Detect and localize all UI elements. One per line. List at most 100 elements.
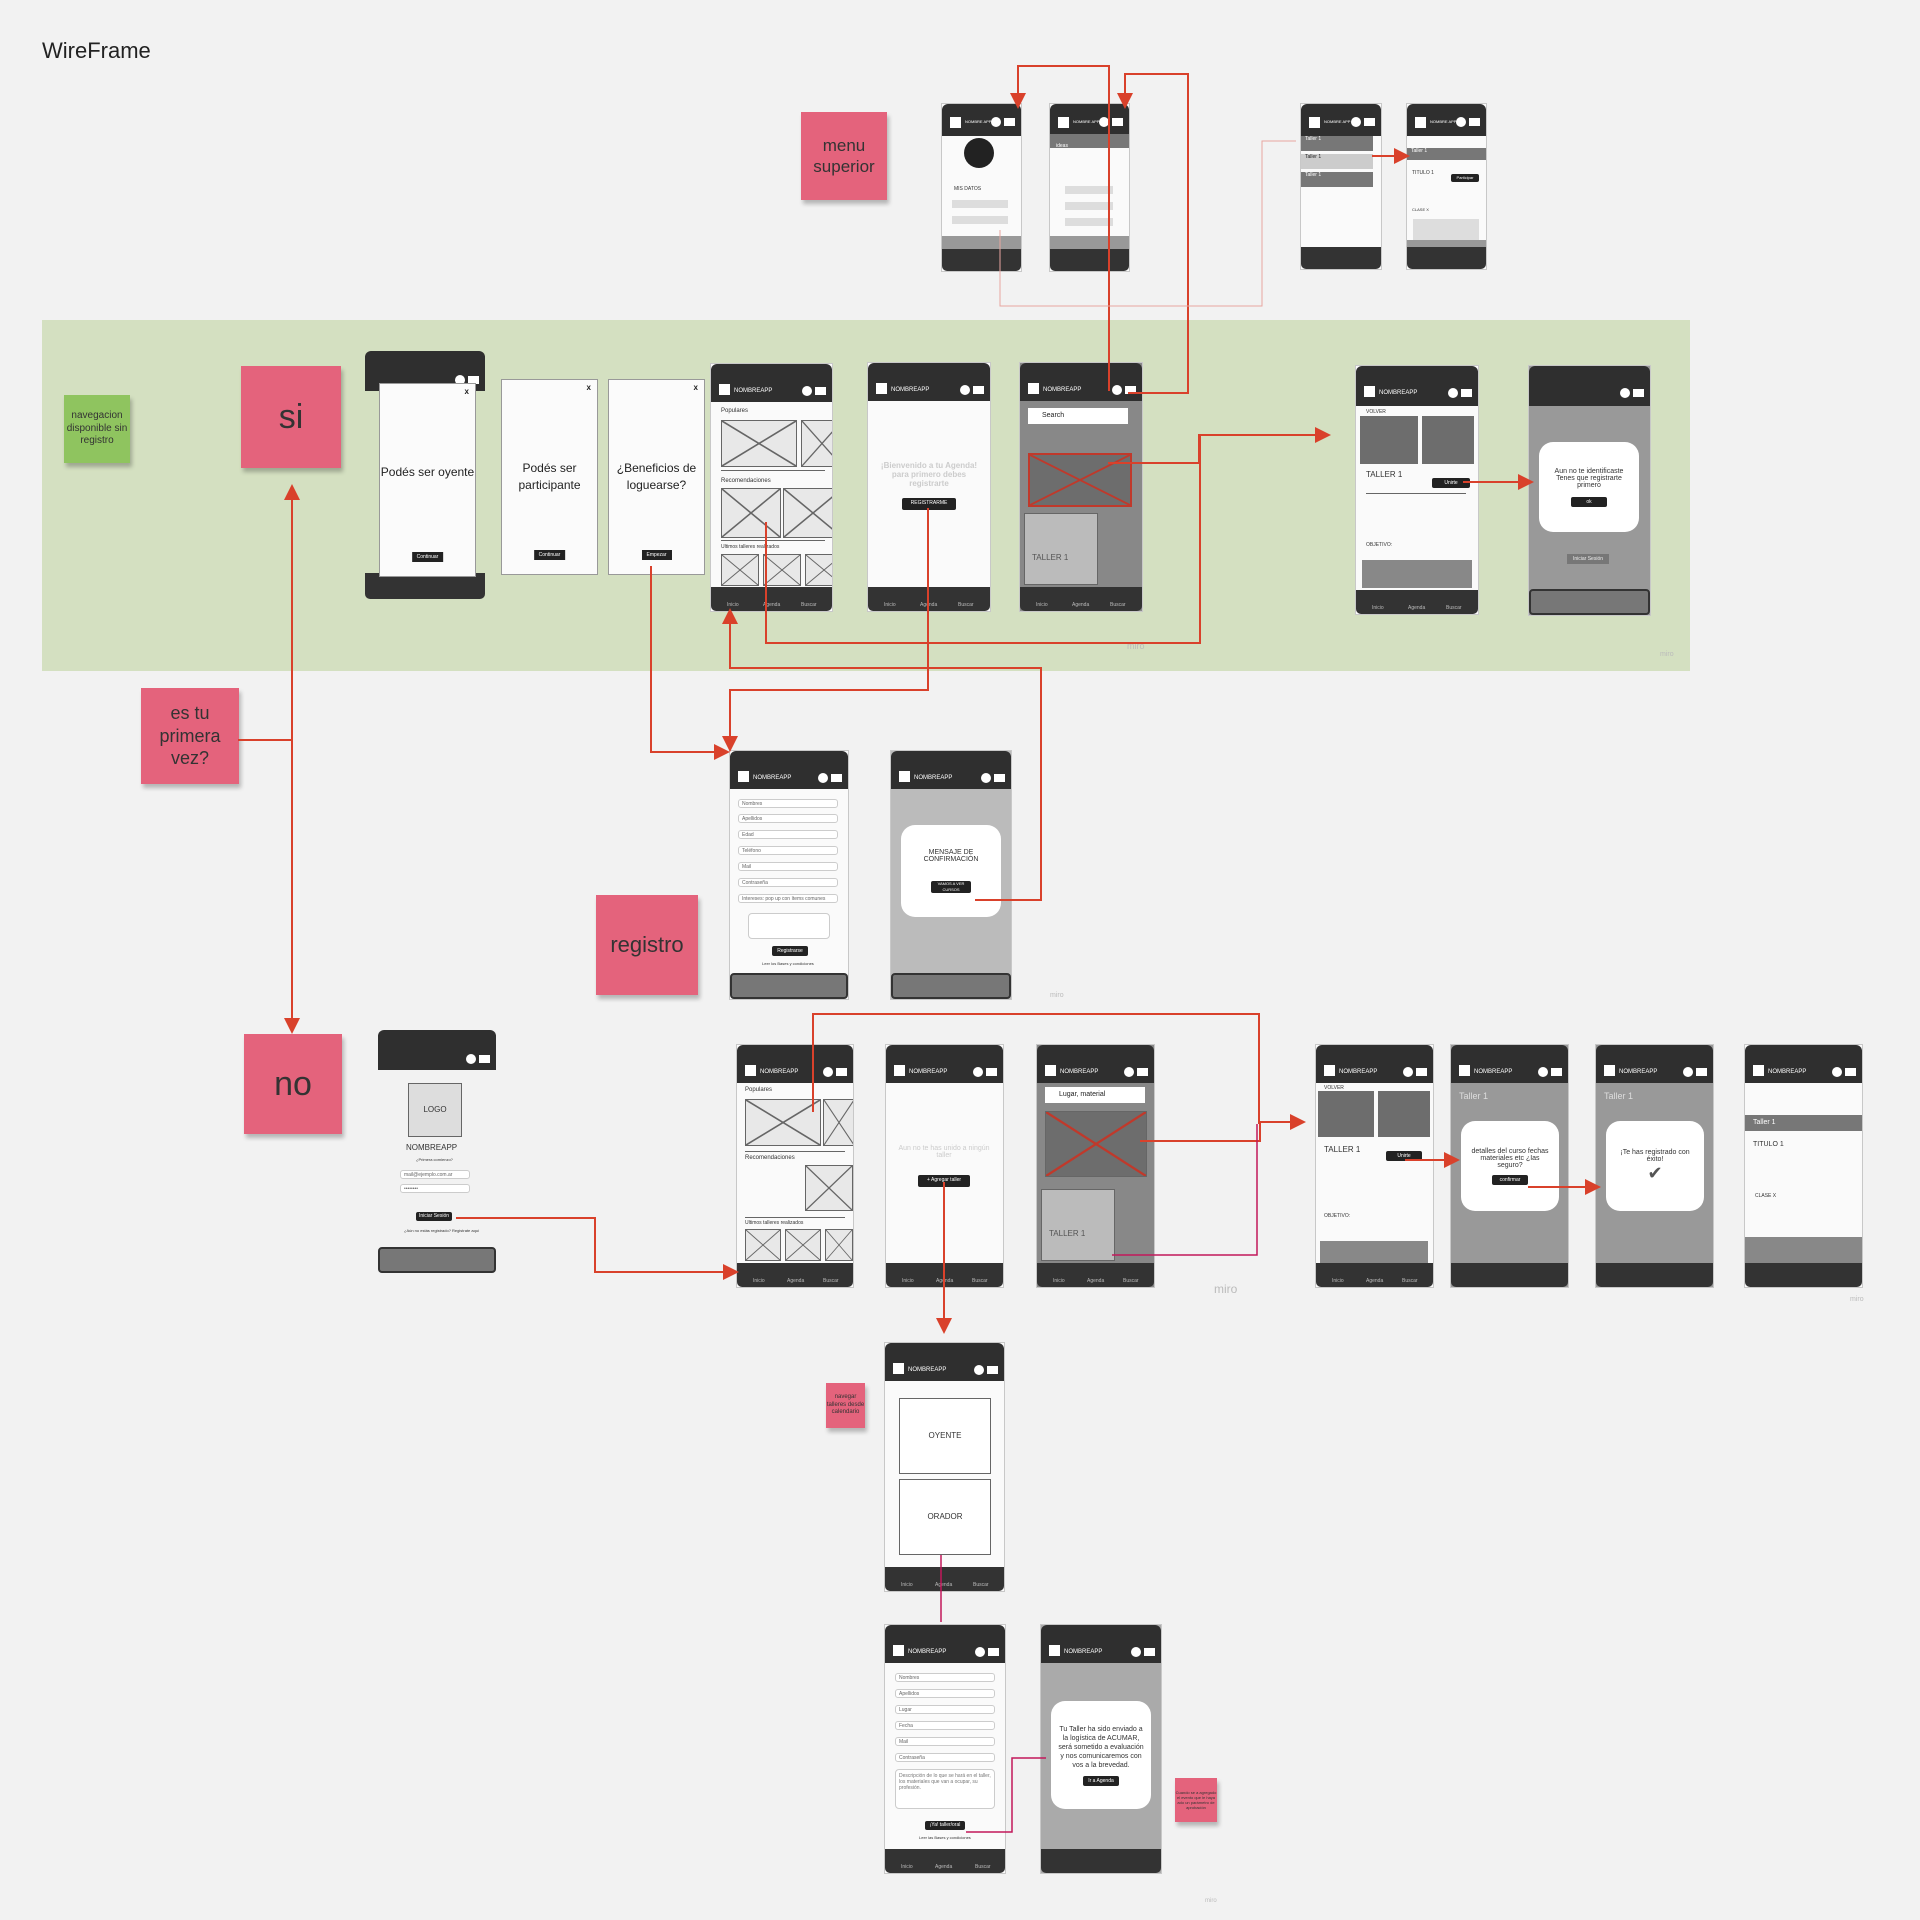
nav-buscar[interactable]: Buscar bbox=[1110, 602, 1126, 608]
screen-search-user[interactable]: NOMBREAPP Lugar, material TALLER 1 Inici… bbox=[1036, 1044, 1155, 1288]
nav-agenda[interactable]: Agenda bbox=[763, 602, 781, 608]
nav-inicio[interactable]: Inicio bbox=[901, 1582, 913, 1588]
field-lugar[interactable]: Lugar bbox=[895, 1705, 995, 1714]
back-link[interactable]: VOLVER bbox=[1324, 1085, 1344, 1091]
user-mail-icons[interactable] bbox=[975, 1647, 999, 1657]
image-placeholder[interactable] bbox=[801, 420, 832, 467]
idea-row[interactable] bbox=[1065, 218, 1113, 226]
screen-home-guest[interactable]: NOMBREAPP Populares Recomendaciones Ulti… bbox=[710, 363, 833, 612]
image-placeholder[interactable] bbox=[805, 554, 832, 586]
image-placeholder[interactable] bbox=[785, 1229, 821, 1261]
nav-agenda[interactable]: Agenda bbox=[935, 1864, 953, 1870]
taller-row[interactable]: Taller 1 bbox=[1301, 172, 1373, 187]
nav-inicio[interactable]: Inicio bbox=[901, 1864, 913, 1870]
nav-agenda[interactable]: Agenda bbox=[936, 1278, 954, 1284]
user-mail-icons[interactable] bbox=[1099, 117, 1123, 127]
participar-button[interactable]: Participar bbox=[1451, 174, 1479, 182]
user-mail-icons[interactable] bbox=[1538, 1067, 1562, 1077]
user-mail-icons[interactable] bbox=[823, 1067, 847, 1077]
orador-option[interactable]: ORADOR bbox=[899, 1479, 991, 1555]
search-input[interactable]: Search bbox=[1028, 408, 1128, 424]
close-icon[interactable]: x bbox=[586, 383, 591, 392]
nav-buscar[interactable]: Buscar bbox=[975, 1864, 991, 1870]
onboarding-card-oyente[interactable]: x Podés ser oyente Continuar bbox=[379, 383, 476, 577]
nav-agenda[interactable]: Agenda bbox=[787, 1278, 805, 1284]
register-submit-button[interactable]: Registrarse bbox=[772, 946, 808, 956]
screen-profile[interactable]: NOMBRE APP MIS DATOS bbox=[941, 103, 1022, 272]
confirm-button[interactable]: confirmar bbox=[1492, 1174, 1528, 1185]
image-placeholder[interactable] bbox=[825, 1229, 853, 1261]
note-small[interactable]: Cuando se a agregado el evento que le ha… bbox=[1175, 1778, 1217, 1822]
user-mail-icons[interactable] bbox=[1448, 388, 1472, 398]
see-courses-button[interactable]: VAMOS A VER CURSOS bbox=[931, 881, 971, 893]
screen-role-select[interactable]: NOMBREAPP OYENTE ORADOR Inicio Agenda Bu… bbox=[884, 1342, 1005, 1592]
note-navegacion[interactable]: navegacion disponible sin registro bbox=[64, 395, 130, 463]
captcha-box[interactable] bbox=[748, 913, 830, 939]
user-mail-icons[interactable] bbox=[1131, 1647, 1155, 1657]
result-card[interactable] bbox=[1024, 513, 1098, 585]
login-button[interactable]: Iniciar Sesión bbox=[1567, 554, 1609, 564]
nav-buscar[interactable]: Buscar bbox=[1402, 1278, 1418, 1284]
image-placeholder[interactable] bbox=[721, 554, 759, 586]
image-placeholder[interactable] bbox=[745, 1229, 781, 1261]
screen-ideas[interactable]: NOMBRE APP ideas bbox=[1049, 103, 1130, 272]
register-link[interactable]: ¿Aún no estás registrado? Registrate aqu… bbox=[404, 1228, 480, 1233]
oyente-option[interactable]: OYENTE bbox=[899, 1398, 991, 1474]
nav-agenda[interactable]: Agenda bbox=[935, 1582, 953, 1588]
idea-row[interactable] bbox=[1065, 202, 1113, 210]
taller-row[interactable]: Taller 1 bbox=[1301, 154, 1373, 169]
screen-menu-detail[interactable]: NOMBRE APP Taller 1 TITULO 1 Participar … bbox=[1406, 103, 1487, 270]
nav-agenda[interactable]: Agenda bbox=[1408, 605, 1426, 611]
note-primera-vez[interactable]: es tu primera vez? bbox=[141, 688, 239, 784]
nav-inicio[interactable]: Inicio bbox=[727, 602, 739, 608]
detail-action-bar[interactable] bbox=[1745, 1237, 1862, 1263]
screen-home-user[interactable]: NOMBREAPP Populares Recomendaciones Ulti… bbox=[736, 1044, 854, 1288]
user-mail-icons[interactable] bbox=[1403, 1067, 1427, 1077]
user-mail-icons[interactable] bbox=[981, 773, 1005, 783]
field-apellidos[interactable]: Apellidos bbox=[738, 814, 838, 823]
screen-registered-success[interactable]: NOMBREAPP Taller 1 ¡Te has registrado co… bbox=[1595, 1044, 1714, 1288]
nav-buscar[interactable]: Buscar bbox=[1446, 605, 1462, 611]
field-intereses[interactable]: Intereses: pop up con ítems comunes bbox=[738, 894, 838, 903]
screen-taller-detail-user[interactable]: NOMBREAPP VOLVER TALLER 1 Unirte OBJETIV… bbox=[1315, 1044, 1434, 1288]
image-placeholder[interactable] bbox=[721, 488, 781, 538]
login-submit-button[interactable]: Iniciar Sesión bbox=[416, 1212, 452, 1221]
nav-agenda[interactable]: Agenda bbox=[1087, 1278, 1105, 1284]
user-mail-icons[interactable] bbox=[1456, 117, 1480, 127]
description-textarea[interactable]: Descripción de lo que se hará en el tall… bbox=[895, 1769, 995, 1809]
terms-link[interactable]: Leer las Bases y condiciones bbox=[919, 1835, 971, 1840]
screen-taller-joined[interactable]: NOMBREAPP Taller 1 TITULO 1 CLASE X bbox=[1744, 1044, 1863, 1288]
image-placeholder[interactable] bbox=[763, 554, 801, 586]
onboarding-card-participante[interactable]: x Podés ser participante Continuar bbox=[501, 379, 598, 575]
nav-inicio[interactable]: Inicio bbox=[1372, 605, 1384, 611]
go-agenda-button[interactable]: Ir a Agenda bbox=[1083, 1775, 1119, 1786]
image-placeholder[interactable] bbox=[745, 1099, 821, 1146]
user-mail-icons[interactable] bbox=[802, 386, 826, 396]
user-mail-icons[interactable] bbox=[1832, 1067, 1856, 1077]
map-placeholder[interactable] bbox=[1045, 1111, 1147, 1177]
nav-inicio[interactable]: Inicio bbox=[1332, 1278, 1344, 1284]
field-password[interactable]: Contraseña bbox=[738, 878, 838, 887]
screen-agenda-empty[interactable]: NOMBREAPP Aun no te has unido a ningún t… bbox=[885, 1044, 1004, 1288]
ideas-search[interactable]: ideas bbox=[1050, 134, 1129, 149]
join-button[interactable]: Unirte bbox=[1432, 478, 1470, 488]
continue-button[interactable]: Continuar bbox=[533, 550, 566, 560]
user-mail-icons[interactable] bbox=[1620, 388, 1644, 398]
field-nombres[interactable]: Nombres bbox=[738, 799, 838, 808]
back-link[interactable]: VOLVER bbox=[1366, 409, 1386, 415]
field-fecha[interactable]: Fecha bbox=[895, 1721, 995, 1730]
screen-taller-detail-guest[interactable]: NOMBREAPP VOLVER TALLER 1 Unirte OBJETIV… bbox=[1355, 365, 1479, 615]
note-no[interactable]: no bbox=[244, 1034, 342, 1134]
user-mail-icons[interactable] bbox=[991, 117, 1015, 127]
field-mail[interactable]: Mail bbox=[738, 862, 838, 871]
user-mail-icons[interactable] bbox=[818, 773, 842, 783]
user-mail-icons[interactable] bbox=[466, 1054, 490, 1064]
user-mail-icons[interactable] bbox=[1112, 385, 1136, 395]
nav-buscar[interactable]: Buscar bbox=[972, 1278, 988, 1284]
screen-details-confirm[interactable]: NOMBREAPP Taller 1 detalles del curso fe… bbox=[1450, 1044, 1569, 1288]
nav-inicio[interactable]: Inicio bbox=[1036, 602, 1048, 608]
screen-register-confirm[interactable]: NOMBREAPP MENSAJE DE CONFIRMACIÓN VAMOS … bbox=[890, 750, 1012, 1000]
note-menu-superior[interactable]: menu superior bbox=[801, 112, 887, 200]
nav-buscar[interactable]: Buscar bbox=[1123, 1278, 1139, 1284]
field-mail[interactable]: Mail bbox=[895, 1737, 995, 1746]
